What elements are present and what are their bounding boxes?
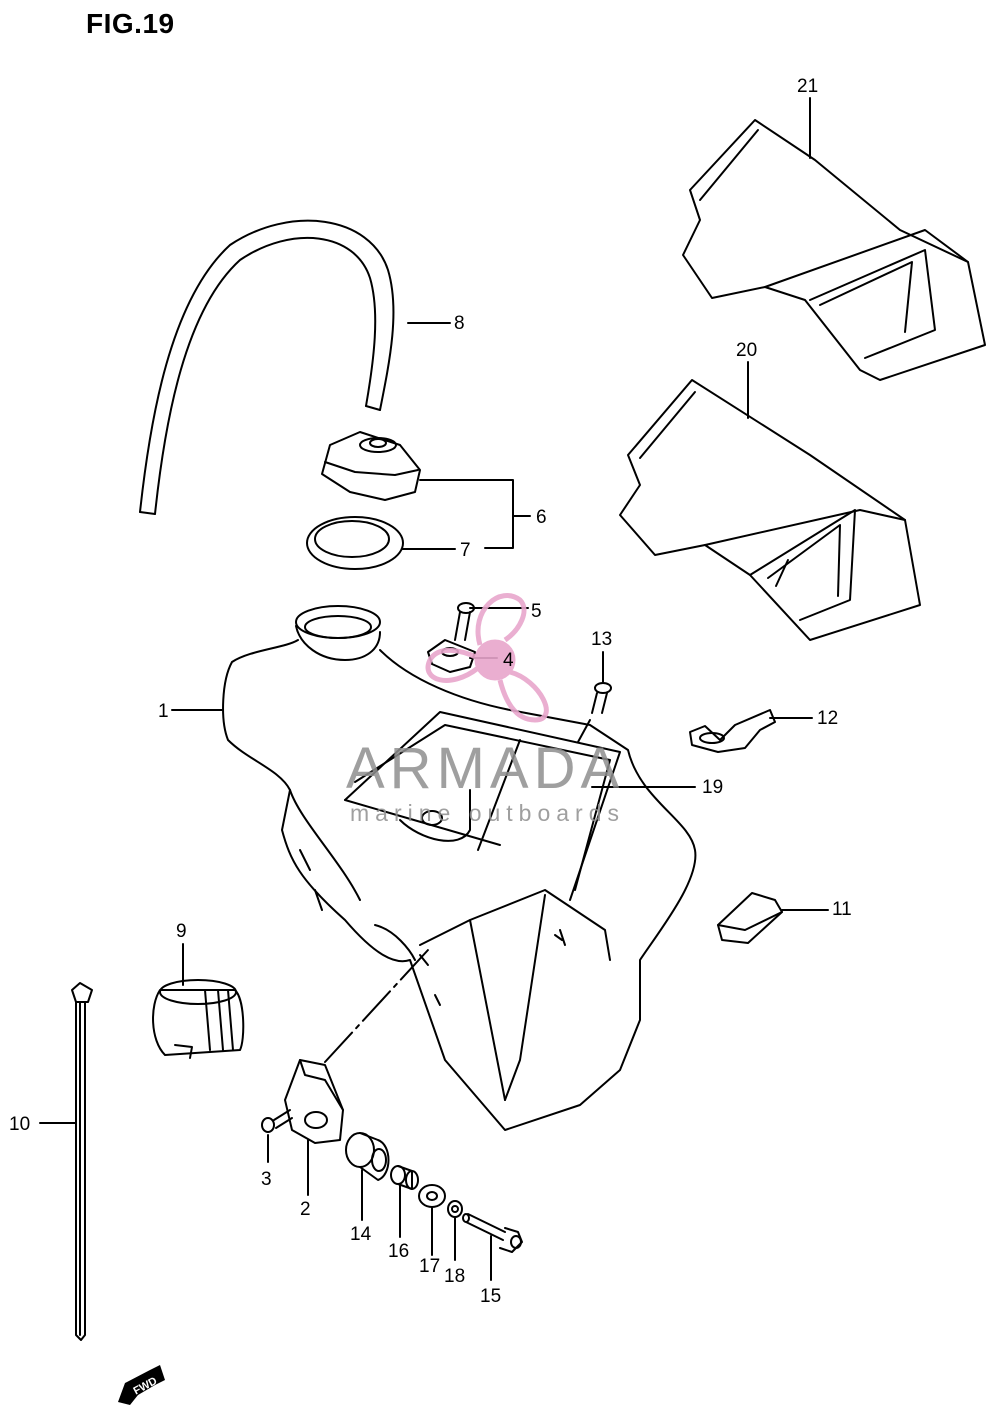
part-10-tie — [71, 982, 93, 1341]
part-17-washer — [418, 1184, 446, 1208]
fwd-arrow-badge: FWD — [118, 1365, 165, 1405]
callout-6: 6 — [536, 507, 547, 528]
callout-10: 10 — [9, 1114, 31, 1135]
part-20-cover — [619, 379, 921, 641]
part-8-hose — [139, 219, 395, 515]
callout-16: 16 — [388, 1241, 410, 1262]
leader-6 — [419, 479, 531, 549]
leader-19-pointer — [577, 719, 591, 743]
watermark-tagline: marine outboards — [350, 800, 625, 826]
callout-20: 20 — [736, 340, 758, 361]
watermark-logo — [425, 593, 549, 723]
callout-14: 14 — [350, 1224, 372, 1245]
callout-13: 13 — [591, 629, 613, 650]
part-1-tank — [222, 605, 697, 1131]
part-15-bolt — [462, 1213, 523, 1253]
part-7-gasket — [306, 516, 404, 570]
callout-4: 4 — [503, 650, 514, 671]
part-9-grommet — [152, 979, 245, 1059]
part-6-cap — [321, 431, 421, 501]
part-12-clip — [689, 709, 776, 753]
callout-3: 3 — [261, 1169, 272, 1190]
callout-15: 15 — [480, 1286, 502, 1307]
part-21-cover — [682, 119, 986, 381]
callout-17: 17 — [419, 1256, 441, 1277]
watermark-brand: ARMADA — [346, 736, 625, 801]
callout-2: 2 — [300, 1199, 311, 1220]
callout-8: 8 — [454, 313, 465, 334]
part-14-grommet — [345, 1132, 390, 1181]
part-3-bolt — [261, 1109, 293, 1133]
callout-21: 21 — [797, 76, 819, 97]
callout-12: 12 — [817, 708, 839, 729]
part-16-collar — [390, 1165, 419, 1190]
callout-1: 1 — [158, 701, 169, 722]
part-11-cushion — [717, 892, 783, 944]
callout-11: 11 — [832, 899, 852, 920]
leader-bracket-dashed — [324, 949, 429, 1063]
figure-title: FIG.19 — [86, 8, 175, 39]
callout-19: 19 — [702, 777, 724, 798]
callout-18: 18 — [444, 1266, 466, 1287]
part-13-screw — [591, 682, 612, 714]
callout-7: 7 — [460, 540, 471, 561]
part-18-washer — [447, 1200, 463, 1218]
callout-9: 9 — [176, 921, 187, 942]
part-2-bracket — [284, 1059, 344, 1144]
callout-5: 5 — [531, 601, 542, 622]
